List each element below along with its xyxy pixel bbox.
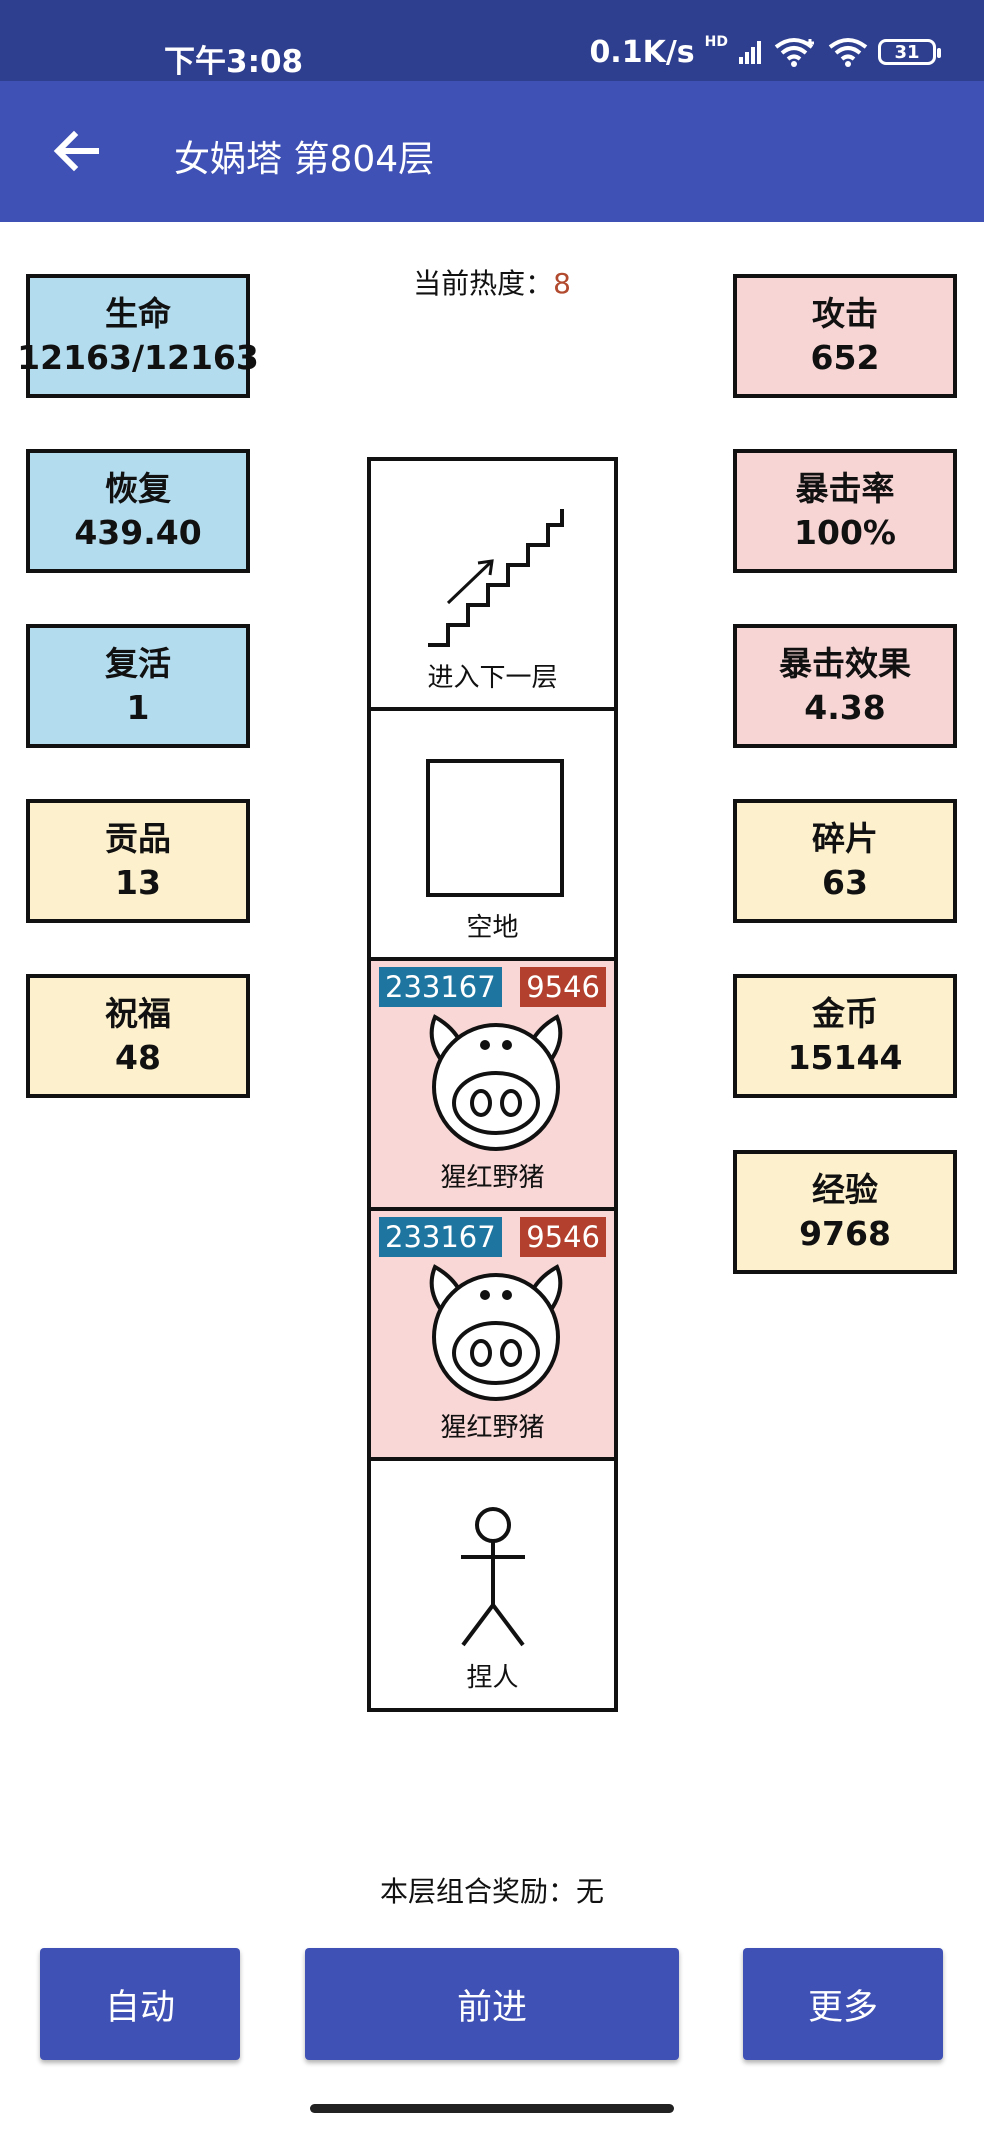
tile-player[interactable]: 捏人	[367, 1457, 618, 1712]
auto-button[interactable]: 自动	[40, 1948, 240, 2060]
stat-revive: 复活 1	[26, 624, 250, 748]
stat-attack: 攻击 652	[733, 274, 957, 398]
stat-blessing: 祝福 48	[26, 974, 250, 1098]
stat-regen: 恢复 439.40	[26, 449, 250, 573]
back-arrow-icon[interactable]	[52, 127, 100, 175]
stat-gold: 金币 15144	[733, 974, 957, 1098]
stick-figure-icon	[461, 1507, 525, 1647]
stat-value: 48	[115, 1038, 161, 1077]
wifi-plus-icon	[774, 38, 814, 67]
tile-label: 猩红野猪	[440, 1163, 545, 1193]
stat-crit-rate: 暴击率 100%	[733, 449, 957, 573]
current-heat: 当前热度：8	[0, 262, 984, 302]
stat-label: 生命	[105, 294, 171, 333]
stat-label: 复活	[105, 644, 171, 683]
tile-empty[interactable]: 空地	[367, 707, 618, 962]
stat-value: 1	[126, 688, 150, 727]
heat-value: 8	[553, 267, 571, 300]
stat-value: 13	[115, 863, 161, 902]
stat-label: 金币	[812, 994, 878, 1033]
monster-hp-badge: 233167	[379, 1217, 502, 1257]
stat-label: 恢复	[105, 469, 171, 508]
tile-monster[interactable]: 233167 9546 猩红野猪	[367, 957, 618, 1212]
stat-value: 9768	[799, 1214, 891, 1253]
monster-attack-badge: 9546	[520, 967, 606, 1007]
heat-label: 当前热度：	[413, 267, 554, 300]
stat-offering: 贡品 13	[26, 799, 250, 923]
network-speed: 0.1K/s	[589, 34, 695, 70]
stat-fragments: 碎片 63	[733, 799, 957, 923]
forward-button[interactable]: 前进	[305, 1948, 679, 2060]
stat-value: 4.38	[804, 688, 886, 727]
stat-exp: 经验 9768	[733, 1150, 957, 1274]
stat-label: 暴击效果	[779, 644, 911, 683]
tile-stairs[interactable]: 进入下一层	[367, 457, 618, 712]
tile-label: 空地	[466, 913, 519, 943]
status-icons: 0.1K/s HD 31	[589, 32, 941, 72]
hd-indicator: HD	[704, 34, 728, 50]
monster-hp-badge: 233167	[379, 967, 502, 1007]
stat-label: 祝福	[105, 994, 171, 1033]
stat-label: 暴击率	[795, 469, 895, 508]
stat-hp: 生命 12163/12163	[17, 274, 259, 398]
floor-combo-reward: 本层组合奖励：无	[379, 1875, 604, 1908]
stat-label: 贡品	[105, 819, 171, 858]
stat-value: 12163/12163	[17, 338, 259, 377]
boar-icon	[429, 1264, 563, 1401]
page-title: 女娲塔 第804层	[174, 139, 435, 180]
tile-label: 进入下一层	[427, 663, 558, 693]
stat-value: 15144	[787, 1038, 903, 1077]
stat-value: 652	[810, 338, 880, 377]
tile-label: 猩红野猪	[440, 1413, 545, 1443]
empty-square-icon	[426, 759, 564, 897]
status-time: 下午3:08	[164, 44, 304, 80]
status-bar: 下午3:08 0.1K/s HD 31	[0, 0, 984, 81]
more-button[interactable]: 更多	[743, 1948, 943, 2060]
signal-icon	[739, 41, 761, 64]
stat-value: 439.40	[74, 513, 202, 552]
stat-label: 攻击	[812, 294, 878, 333]
stat-value: 63	[822, 863, 868, 902]
stat-label: 碎片	[812, 819, 878, 858]
app-bar: 女娲塔 第804层	[0, 81, 984, 222]
wifi-icon	[828, 38, 868, 67]
tile-monster[interactable]: 233167 9546 猩红野猪	[367, 1207, 618, 1462]
boar-icon	[429, 1014, 563, 1151]
monster-attack-badge: 9546	[520, 1217, 606, 1257]
tile-label: 捏人	[466, 1663, 519, 1693]
home-indicator[interactable]	[310, 2104, 674, 2113]
stat-value: 100%	[794, 513, 896, 552]
battery-icon: 31	[878, 39, 941, 65]
stairs-icon	[428, 509, 564, 647]
stat-crit-effect: 暴击效果 4.38	[733, 624, 957, 748]
stat-label: 经验	[812, 1170, 878, 1209]
